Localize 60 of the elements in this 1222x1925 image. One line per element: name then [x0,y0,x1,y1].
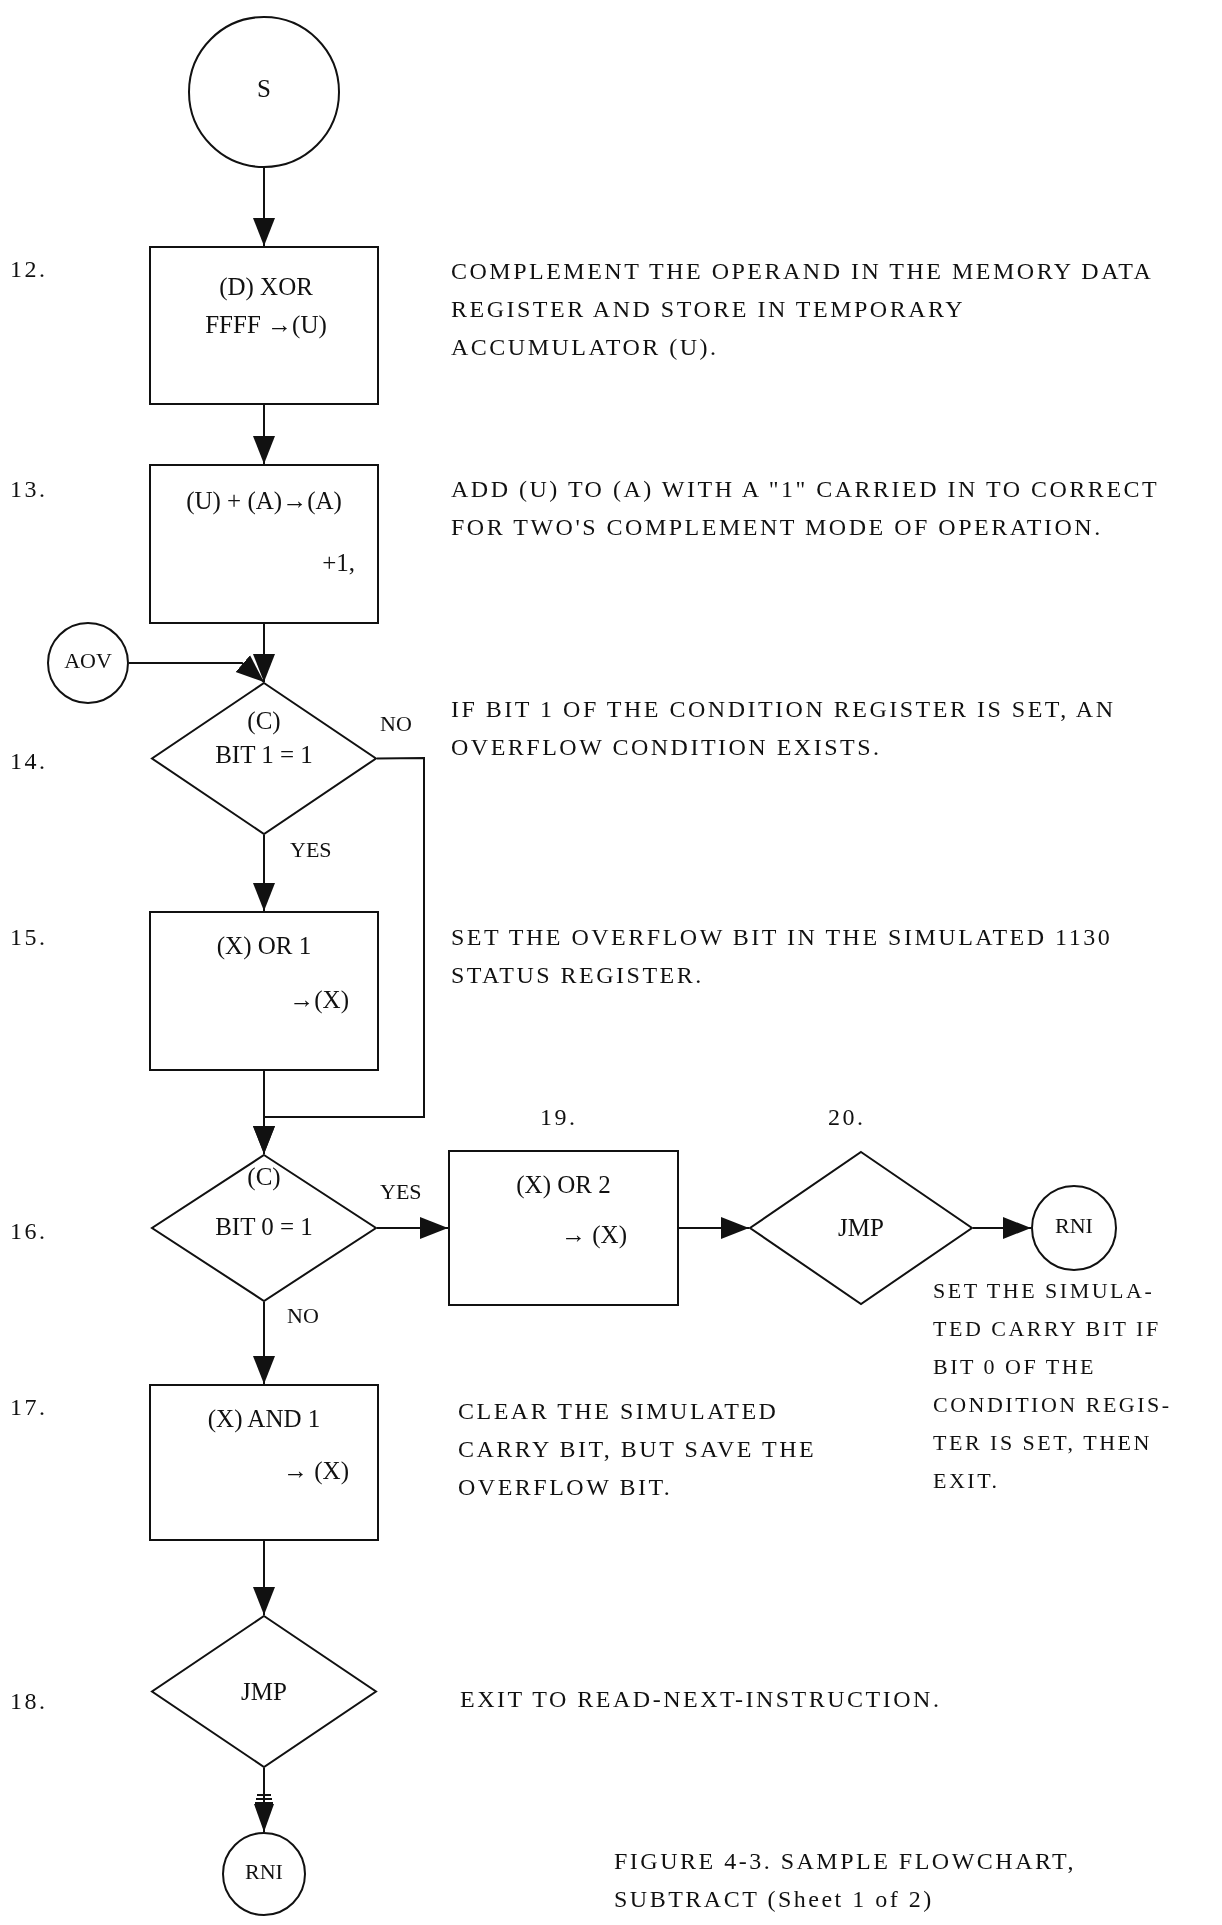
figure-caption: FIGURE 4-3. SAMPLE FLOWCHART, SUBTRACT (Sheet 1 of 2) [614,1847,1077,1914]
node-text: (D) XOR FFFF →(U) [204,272,328,341]
process-box [448,1150,679,1306]
step-number: 17. [10,1393,48,1422]
node-text: → (X) [561,1220,627,1250]
flow-arrow [678,1217,750,1239]
decision-diamond [151,1615,377,1768]
step-number: 15. [10,923,48,952]
flow-arrow [253,404,275,465]
node-text: +1, [322,548,355,578]
flow-arrow [253,167,275,247]
node-text: (X) OR 2 [515,1170,612,1200]
step-description: COMPLEMENT THE OPERAND IN THE MEMORY DATA REGISTER AND STORE IN TEMPORARY ACCUMULATOR (U). [451,257,1154,362]
connector-circle [222,1832,306,1916]
flow-arrow [253,1767,275,1833]
node-text: BIT 1 = 1 [214,740,314,770]
node-text: RNI [244,1859,284,1886]
step-description: EXIT TO READ-NEXT-INSTRUCTION. [460,1685,943,1714]
flow-arrow [972,1217,1032,1239]
node-text: BIT 0 = 1 [214,1212,314,1242]
node-text: JMP [240,1677,288,1707]
step-number: 19. [540,1103,578,1132]
step-number: 13. [10,475,48,504]
node-text: (C) [246,706,282,736]
flow-arrow [376,1217,449,1239]
step-description: CLEAR THE SIMULATED CARRY BIT, BUT SAVE THE OVERFLOW BIT. [458,1397,818,1502]
node-text: RNI [1054,1213,1094,1240]
flow-arrow [253,834,275,912]
decision-diamond [151,682,377,835]
decision-diamond [151,1154,377,1302]
step-number: 18. [10,1687,48,1716]
node-text: →(X) [289,985,349,1015]
flow-arrow [253,623,275,683]
node-text: (X) OR 1 [215,931,313,961]
node-text: S [256,74,272,104]
step-description: ADD (U) TO (A) WITH A "1" CARRIED IN TO CORRECT FOR TWO'S COMPLEMENT MODE OF OPERATION. [451,475,1160,542]
step-description: SET THE OVERFLOW BIT IN THE SIMULATED 1130 STATUS REGISTER. [451,923,1114,990]
step-number: 14. [10,747,48,776]
flow-arrow [128,655,265,683]
step-description: SET THE SIMULA- TED CARRY BIT IF BIT 0 OF THE CONDITION REGIS- TER IS SET, THEN EXIT. [933,1277,1173,1495]
step-number: 20. [828,1103,866,1132]
process-box [149,911,379,1071]
process-box [149,464,379,624]
flow-arrow [253,1301,275,1385]
process-box [149,1384,379,1541]
node-text: JMP [837,1213,885,1243]
process-box [149,246,379,405]
flow-arrow [253,1540,275,1616]
node-text: AOV [63,648,113,675]
connector-circle [188,16,340,168]
flow-arrow [253,1070,275,1155]
connector-circle [1031,1185,1117,1271]
step-number: 12. [10,255,48,284]
node-text: (C) [246,1162,282,1192]
step-number: 16. [10,1217,48,1246]
step-description: IF BIT 1 OF THE CONDITION REGISTER IS SET, AN OVERFLOW CONDITION EXISTS. [451,695,1117,762]
node-text: (X) AND 1 [206,1404,322,1434]
node-text: → (X) [283,1456,349,1486]
node-text: (U) + (A)→(A) [185,486,343,516]
connector-circle [47,622,129,704]
